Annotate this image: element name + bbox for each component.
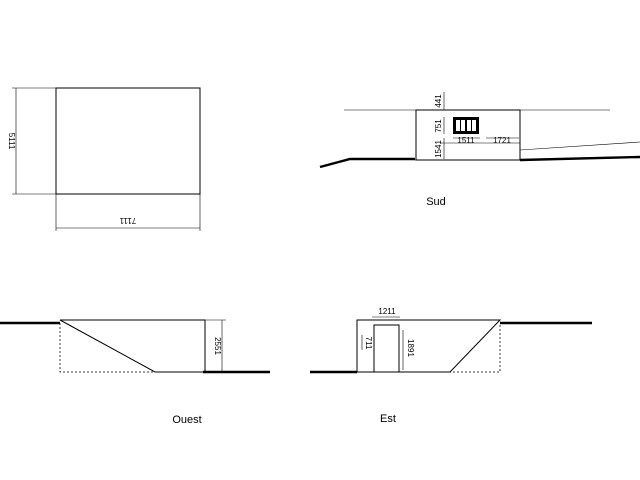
sud-window-height-dimension: 751 [434, 119, 443, 133]
sud-right-dimension: 1721 [493, 136, 511, 145]
sud-window-width-dimension: 1511 [457, 136, 475, 145]
sud-elevation: 441 751 1541 1511 1721 Sud [319, 92, 640, 208]
est-door-width-dimension: 1211 [378, 307, 396, 316]
ouest-elevation: 2551 Ouest [0, 319, 270, 426]
sud-building [415, 109, 521, 161]
ouest-title: Ouest [172, 414, 201, 426]
est-wedge [356, 319, 502, 373]
est-door-height-dimension: 1891 [406, 339, 415, 357]
plan-width-dimension: 7111 [119, 216, 136, 225]
est-elevation: 1211 1891 711 Est [310, 307, 592, 425]
sud-top-dimension: 441 [434, 94, 443, 108]
est-left-dimension: 711 [364, 337, 373, 350]
ouest-height-dimension: 2551 [213, 337, 222, 355]
est-door [373, 324, 400, 373]
plan-view: 5111 7111 [7, 87, 201, 231]
est-title: Est [380, 413, 396, 425]
plan-height-dimension: 5111 [7, 133, 16, 150]
plan-footprint [55, 87, 201, 195]
sud-lower-dimension: 1541 [434, 140, 443, 158]
sud-title: Sud [426, 196, 446, 208]
ouest-wedge [59, 319, 206, 373]
